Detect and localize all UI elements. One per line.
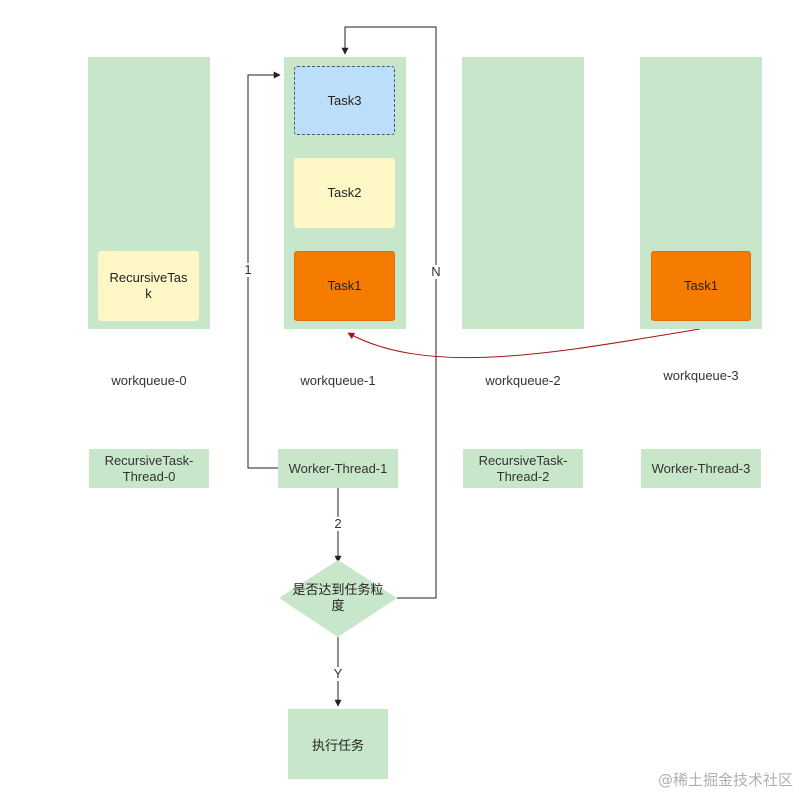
decision-diamond <box>279 560 397 637</box>
q3-task1: Task1 <box>651 251 751 321</box>
workqueue-3-label: workqueue-3 <box>663 368 739 383</box>
edge-label-y: Y <box>332 666 344 681</box>
q1-task3: Task3 <box>294 66 395 135</box>
thread-3-box: Worker-Thread-3 <box>641 449 761 488</box>
thread-1-box: Worker-Thread-1 <box>278 449 398 488</box>
workqueue-2-column <box>462 57 584 329</box>
edge-label-1: 1 <box>242 263 254 277</box>
arrow-work-steal <box>347 328 701 359</box>
edge-label-n: N <box>429 265 443 279</box>
workqueue-0-label: workqueue-0 <box>111 373 187 388</box>
q1-task1: Task1 <box>294 251 395 321</box>
decision-label: 是否达到任务粒度 <box>292 582 384 613</box>
q0-recursive-task: RecursiveTask <box>98 251 199 321</box>
workqueue-2-label: workqueue-2 <box>485 373 561 388</box>
execute-task-box: 执行任务 <box>288 709 388 779</box>
edge-label-2: 2 <box>332 517 344 531</box>
watermark-text: @稀土掘金技术社区 <box>657 771 793 789</box>
thread-2-box: RecursiveTask-Thread-2 <box>463 449 583 488</box>
arrow-decision-no-loop <box>341 26 437 599</box>
workqueue-1-label: workqueue-1 <box>300 373 376 388</box>
thread-0-box: RecursiveTask-Thread-0 <box>89 449 209 488</box>
q1-task2: Task2 <box>294 158 395 228</box>
